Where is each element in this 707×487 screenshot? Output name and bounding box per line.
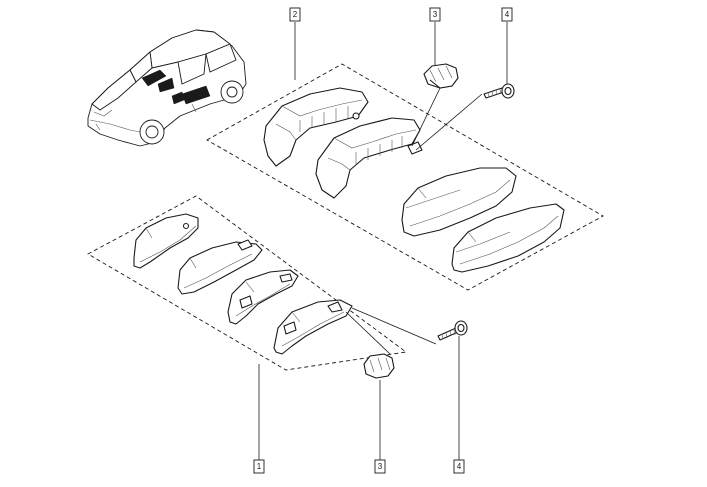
mirror-cover-part-d	[451, 203, 565, 273]
callout-label-2: 2	[293, 10, 298, 19]
trim-frame-part-h	[273, 299, 353, 355]
upper-parts-group	[206, 63, 604, 291]
callout-label-3-top: 3	[433, 10, 438, 19]
callout-tag-3-bottom: 3	[374, 459, 386, 474]
callout-tag-2: 2	[289, 7, 301, 22]
mirror-cover-part-c	[401, 167, 517, 237]
trim-frame-part-g	[227, 269, 299, 325]
callout-label-1: 1	[257, 462, 262, 471]
screw-bottom	[437, 320, 468, 341]
screw-top	[483, 83, 515, 99]
callout-label-3-bottom: 3	[378, 462, 383, 471]
clip-bottom	[363, 353, 395, 379]
callout-tag-4-bottom: 4	[453, 459, 465, 474]
trim-part-e	[133, 213, 199, 269]
callout-label-4-bottom: 4	[457, 462, 462, 471]
callout-tag-4-top: 4	[501, 7, 513, 22]
mirror-trim-part-b	[315, 117, 423, 199]
car-illustration	[87, 29, 247, 147]
group-outline-2	[206, 63, 604, 291]
callout-tag-1: 1	[253, 459, 265, 474]
group-outline-1	[87, 195, 408, 371]
lower-parts-group	[87, 195, 437, 371]
clip-top	[423, 63, 459, 89]
trim-part-f	[177, 239, 263, 295]
mirror-trim-part-a	[263, 87, 369, 167]
callout-label-4-top: 4	[505, 10, 510, 19]
callout-tag-3-top: 3	[429, 7, 441, 22]
